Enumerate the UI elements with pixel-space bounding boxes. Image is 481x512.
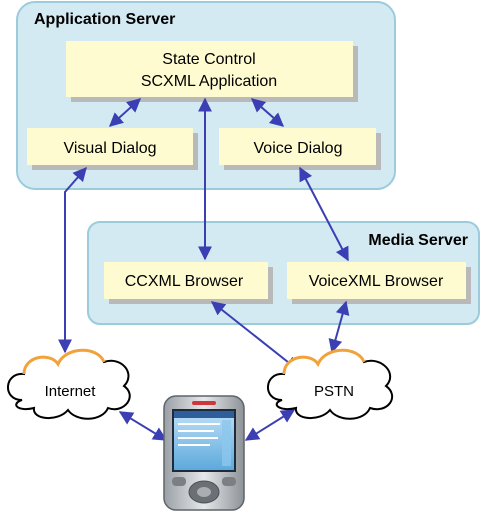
connector-voice-voicexml (299, 166, 349, 262)
scxml-application-label: SCXML Application (141, 73, 277, 90)
connector-visual-internet (58, 166, 87, 354)
visual-dialog-box: Visual Dialog (27, 128, 198, 170)
connector-pstn-device (244, 409, 296, 441)
state-control-box: State Control SCXML Application (66, 41, 358, 102)
voicexml-browser-box: VoiceXML Browser (287, 262, 471, 304)
connector-internet-device (118, 411, 168, 441)
connector-state-voice (250, 98, 285, 127)
internet-label: Internet (45, 383, 97, 400)
voicexml-browser-label: VoiceXML Browser (309, 273, 444, 290)
application-server-title: Application Server (34, 11, 175, 28)
visual-dialog-label: Visual Dialog (63, 140, 156, 157)
pda-device-icon (163, 395, 245, 511)
connectors (58, 97, 350, 441)
pstn-label: PSTN (314, 383, 354, 400)
ccxml-browser-label: CCXML Browser (125, 273, 244, 290)
state-control-label: State Control (162, 51, 255, 68)
voice-dialog-box: Voice Dialog (219, 128, 381, 170)
internet-cloud: Internet (7, 348, 131, 420)
ccxml-browser-box: CCXML Browser (104, 262, 273, 304)
media-server-title: Media Server (368, 232, 468, 249)
pstn-cloud: PSTN (267, 348, 393, 420)
connector-voicexml-pstn (328, 300, 350, 354)
voice-dialog-label: Voice Dialog (254, 140, 343, 157)
connector-state-visual (108, 98, 142, 127)
connector-ccxml-pstn (210, 301, 300, 371)
